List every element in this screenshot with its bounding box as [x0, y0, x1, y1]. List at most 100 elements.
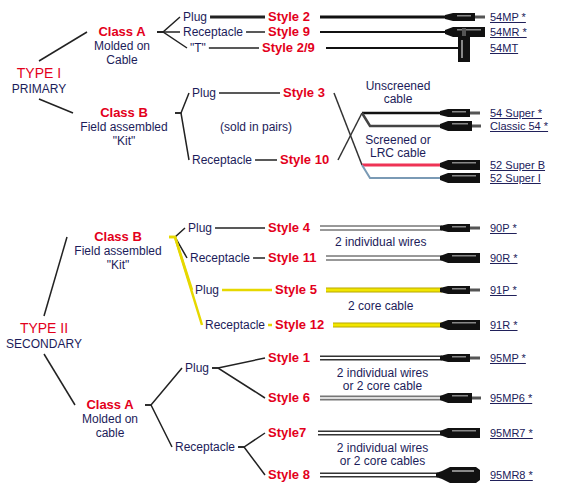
connector-kind-text: "T" — [190, 41, 206, 55]
style-number: Style 2/9 — [262, 41, 315, 55]
branch-line — [157, 32, 187, 48]
connector-kind: Receptacle — [205, 318, 265, 332]
cable-note: 2 individual wires or 2 core cables — [330, 442, 435, 468]
branch-line — [219, 92, 280, 94]
style-text: Style 2 — [268, 10, 310, 24]
connector-kind-text: Plug — [195, 283, 219, 297]
type-heading: TYPE IPRIMARY — [8, 64, 70, 96]
type-heading: TYPE IISECONDARY — [4, 319, 84, 351]
branch-line — [157, 17, 180, 32]
branch-line — [169, 237, 202, 325]
connector-kind: Plug — [192, 86, 216, 100]
branch-line — [175, 93, 189, 113]
class-heading: Class BField assembled "Kit" — [70, 230, 166, 272]
branch-line — [44, 354, 75, 405]
branch-line — [39, 32, 87, 61]
connector-kind: Receptacle — [190, 251, 250, 265]
style-number: Style 6 — [268, 391, 310, 405]
style-number: Style 11 — [268, 251, 316, 265]
class-name: Class A — [98, 25, 145, 39]
class-heading: Class BField assembled "Kit" — [76, 106, 172, 148]
cable-note: Screened or LRC cable — [363, 134, 433, 160]
cable-note: 2 individual wires or 2 core cable — [330, 367, 435, 393]
connector-kind-text: Receptacle — [175, 440, 235, 454]
connector-kind-text: Receptacle — [183, 25, 243, 39]
class-name: Class B — [94, 230, 142, 244]
class-heading: Class AMolded on cable — [78, 398, 142, 440]
part-number: 54MP * — [490, 10, 526, 24]
style-number: Style 4 — [268, 221, 310, 235]
connector-kind: Plug — [185, 361, 209, 375]
part-number: 91R * — [490, 318, 518, 332]
branch-line — [253, 257, 265, 259]
part-number: 52 Super I — [490, 171, 541, 185]
cable-drawing — [318, 354, 481, 483]
part-number: 90P * — [490, 221, 517, 235]
part-number: 95MP * — [490, 351, 526, 365]
style-text: Style 5 — [275, 283, 317, 297]
class-heading: Class AMolded on Cable — [90, 25, 154, 67]
branch-line — [209, 47, 259, 49]
cable-note: 2 core cable — [348, 300, 413, 313]
connector-kind: Plug — [195, 283, 219, 297]
connector-kind-text: Plug — [183, 10, 207, 24]
connector-kind-text: Plug — [188, 221, 212, 235]
part-number: 52 Super B — [490, 158, 545, 172]
type-description: SECONDARY — [6, 337, 82, 351]
connector-kind-text: Receptacle — [192, 153, 252, 167]
connector-kind-text: Plug — [185, 361, 209, 375]
part-number: 95MR8 * — [490, 468, 533, 482]
cable-note: (sold in pairs) — [220, 121, 292, 134]
branch-line — [246, 31, 265, 33]
class-description: Molded on cable — [78, 412, 142, 440]
style-text: Style 9 — [268, 25, 310, 39]
class-name: Class B — [100, 106, 148, 120]
style-text: Style 3 — [283, 86, 325, 100]
branch-line — [44, 237, 67, 316]
style-text: Style 12 — [275, 318, 324, 332]
style-number: Style 2 — [268, 10, 310, 24]
branch-line — [238, 433, 265, 447]
style-number: Style 9 — [268, 25, 310, 39]
style-number: Style 10 — [280, 153, 329, 167]
style-text: Style 10 — [280, 153, 329, 167]
style-text: Style7 — [268, 426, 306, 440]
branch-line — [169, 228, 185, 237]
style-text: Style 4 — [268, 221, 310, 235]
part-number: 54 Super * — [490, 106, 542, 120]
branch-line — [145, 405, 172, 447]
style-text: Style 1 — [268, 351, 310, 365]
branch-line — [255, 159, 277, 161]
style-text: Style 11 — [268, 251, 316, 265]
cable-drawing — [320, 224, 480, 330]
style-number: Style 5 — [275, 283, 317, 297]
connector-kind-text: Receptacle — [190, 251, 250, 265]
style-number: Style 3 — [283, 86, 325, 100]
part-number: 91P * — [490, 283, 517, 297]
style-number: Style 1 — [268, 351, 310, 365]
class-description: Field assembled "Kit" — [70, 244, 166, 272]
type-name: TYPE II — [20, 319, 68, 337]
part-number: 95MP6 * — [490, 391, 532, 405]
connector-kind: Receptacle — [192, 153, 252, 167]
branch-line — [212, 368, 265, 398]
branch-line — [238, 447, 265, 475]
connector-kind: Receptacle — [175, 440, 235, 454]
connector-kind-text: Receptacle — [205, 318, 265, 332]
connector-kind: Plug — [183, 10, 207, 24]
cable-note: 2 individual wires — [335, 236, 426, 249]
part-number: 54MR * — [490, 25, 527, 39]
style-text: Style 8 — [268, 468, 310, 482]
connector-kind-text: Plug — [192, 86, 216, 100]
connector-kind: "T" — [190, 41, 206, 55]
cable-drawing — [320, 13, 485, 62]
branch-line — [175, 113, 189, 160]
part-number: Classic 54 * — [490, 119, 548, 133]
type-name: TYPE I — [17, 64, 61, 82]
style-number: Style 12 — [275, 318, 324, 332]
style-number: Style 8 — [268, 468, 310, 482]
branch-line — [145, 368, 182, 405]
part-number: 95MR7 * — [490, 426, 533, 440]
style-number: Style7 — [268, 426, 306, 440]
class-description: Molded on Cable — [90, 39, 154, 67]
